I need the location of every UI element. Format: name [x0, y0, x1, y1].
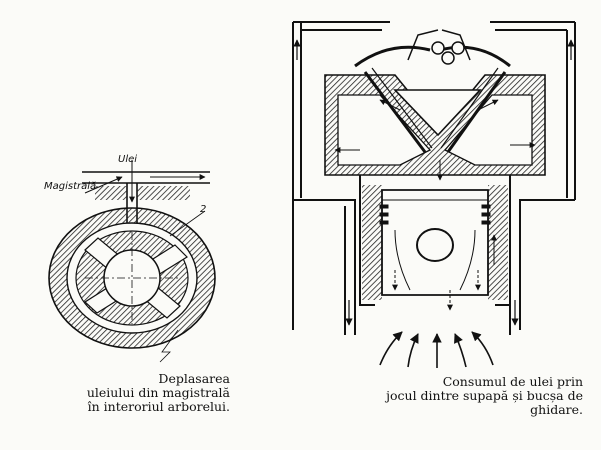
right-caption: Consumul de ulei prin jocul dintre supap…: [290, 375, 583, 417]
oil-label: Ulei: [118, 154, 137, 165]
main-gallery-label: Magistrală: [44, 181, 96, 192]
right-caption-line-3: ghidare.: [530, 402, 583, 417]
right-caption-line-2: jocul dintre supapă și bucșa de: [386, 388, 583, 403]
left-caption-line-1: Deplasarea: [158, 371, 230, 386]
engine-section-diagram: [292, 21, 576, 368]
left-caption-line-2: uleiului din magistrală: [86, 385, 230, 400]
right-caption-line-1: Consumul de ulei prin: [442, 374, 583, 389]
left-caption-line-3: în interoriul arborelui.: [87, 399, 230, 414]
shaft-oil-diagram: [48, 160, 216, 363]
part-number-2: 2: [200, 204, 206, 215]
left-caption: Deplasarea uleiului din magistrală în in…: [40, 372, 230, 414]
